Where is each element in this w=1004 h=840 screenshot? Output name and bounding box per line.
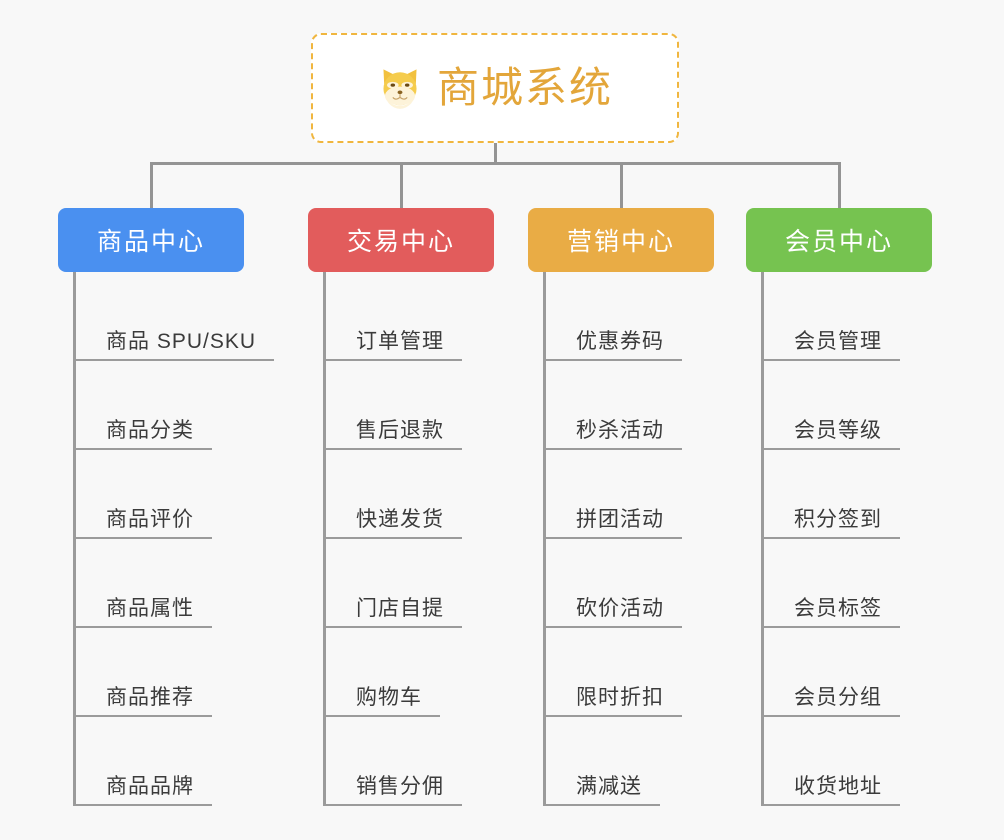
leaf-label: 商品 SPU/SKU — [106, 329, 257, 353]
list-item[interactable]: 订单管理 — [326, 272, 494, 361]
leaf-list-product-center: 商品 SPU/SKU 商品分类 商品评价 商品属性 商品推荐 商品品牌 — [73, 272, 275, 806]
leaf-label: 销售分佣 — [356, 774, 444, 798]
branch-column-product-center: 商品中心 商品 SPU/SKU 商品分类 商品评价 商品属性 商品推荐 商品品牌 — [58, 208, 275, 806]
leaf-list-member-center: 会员管理 会员等级 积分签到 会员标签 会员分组 收货地址 — [761, 272, 932, 806]
leaf-label: 商品推荐 — [106, 685, 194, 709]
leaf-label: 门店自提 — [356, 596, 444, 620]
branch-column-trade-center: 交易中心 订单管理 售后退款 快递发货 门店自提 购物车 销售分佣 — [308, 208, 494, 806]
list-item[interactable]: 售后退款 — [326, 361, 494, 450]
leaf-label: 会员等级 — [794, 418, 882, 442]
branch-header-member-center[interactable]: 会员中心 — [746, 208, 932, 272]
leaf-label: 售后退款 — [356, 418, 444, 442]
leaf-label: 拼团活动 — [576, 507, 664, 531]
list-item[interactable]: 销售分佣 — [326, 717, 494, 806]
list-item[interactable]: 满减送 — [546, 717, 714, 806]
branch-header-marketing-center[interactable]: 营销中心 — [528, 208, 714, 272]
list-item[interactable]: 会员管理 — [764, 272, 932, 361]
leaf-label: 秒杀活动 — [576, 418, 664, 442]
list-item[interactable]: 商品分类 — [76, 361, 244, 450]
leaf-label: 满减送 — [576, 774, 642, 798]
leaf-label: 会员分组 — [794, 685, 882, 709]
list-item[interactable]: 会员等级 — [764, 361, 932, 450]
leaf-label: 快递发货 — [356, 507, 444, 531]
leaf-label: 会员标签 — [794, 596, 882, 620]
root-node-mall-system[interactable]: 商城系统 — [311, 33, 679, 143]
connector-horizontal-bus — [150, 162, 840, 165]
leaf-label: 砍价活动 — [576, 596, 664, 620]
leaf-label: 收货地址 — [794, 774, 882, 798]
list-item[interactable]: 商品 SPU/SKU — [76, 272, 275, 361]
leaf-label: 积分签到 — [794, 507, 882, 531]
list-item[interactable]: 积分签到 — [764, 450, 932, 539]
shiba-dog-icon — [383, 69, 417, 109]
leaf-label: 商品评价 — [106, 507, 194, 531]
leaf-label: 优惠券码 — [576, 329, 664, 353]
list-item[interactable]: 收货地址 — [764, 717, 932, 806]
leaf-label: 购物车 — [356, 685, 422, 709]
list-item[interactable]: 会员分组 — [764, 628, 932, 717]
branch-column-marketing-center: 营销中心 优惠券码 秒杀活动 拼团活动 砍价活动 限时折扣 满减送 — [528, 208, 714, 806]
leaf-list-trade-center: 订单管理 售后退款 快递发货 门店自提 购物车 销售分佣 — [323, 272, 494, 806]
branch-column-member-center: 会员中心 会员管理 会员等级 积分签到 会员标签 会员分组 收货地址 — [746, 208, 932, 806]
list-item[interactable]: 拼团活动 — [546, 450, 714, 539]
list-item[interactable]: 商品评价 — [76, 450, 244, 539]
list-item[interactable]: 优惠券码 — [546, 272, 714, 361]
list-item[interactable]: 商品品牌 — [76, 717, 244, 806]
leaf-list-marketing-center: 优惠券码 秒杀活动 拼团活动 砍价活动 限时折扣 满减送 — [543, 272, 714, 806]
list-item[interactable]: 砍价活动 — [546, 539, 714, 628]
leaf-label: 订单管理 — [356, 329, 444, 353]
connector-drop-3 — [620, 162, 623, 209]
list-item[interactable]: 购物车 — [326, 628, 494, 717]
leaf-label: 商品品牌 — [106, 774, 194, 798]
root-title: 商城系统 — [436, 64, 613, 111]
list-item[interactable]: 商品推荐 — [76, 628, 244, 717]
connector-drop-1 — [150, 162, 153, 209]
branch-header-trade-center[interactable]: 交易中心 — [308, 208, 494, 272]
list-item[interactable]: 门店自提 — [326, 539, 494, 628]
list-item[interactable]: 快递发货 — [326, 450, 494, 539]
connector-root-stem — [494, 143, 497, 164]
list-item[interactable]: 限时折扣 — [546, 628, 714, 717]
leaf-label: 商品分类 — [106, 418, 194, 442]
branch-header-product-center[interactable]: 商品中心 — [58, 208, 244, 272]
leaf-label: 会员管理 — [794, 329, 882, 353]
connector-drop-2 — [400, 162, 403, 209]
list-item[interactable]: 会员标签 — [764, 539, 932, 628]
leaf-label: 限时折扣 — [576, 685, 664, 709]
connector-drop-4 — [838, 162, 841, 209]
list-item[interactable]: 秒杀活动 — [546, 361, 714, 450]
leaf-label: 商品属性 — [106, 596, 194, 620]
list-item[interactable]: 商品属性 — [76, 539, 244, 628]
